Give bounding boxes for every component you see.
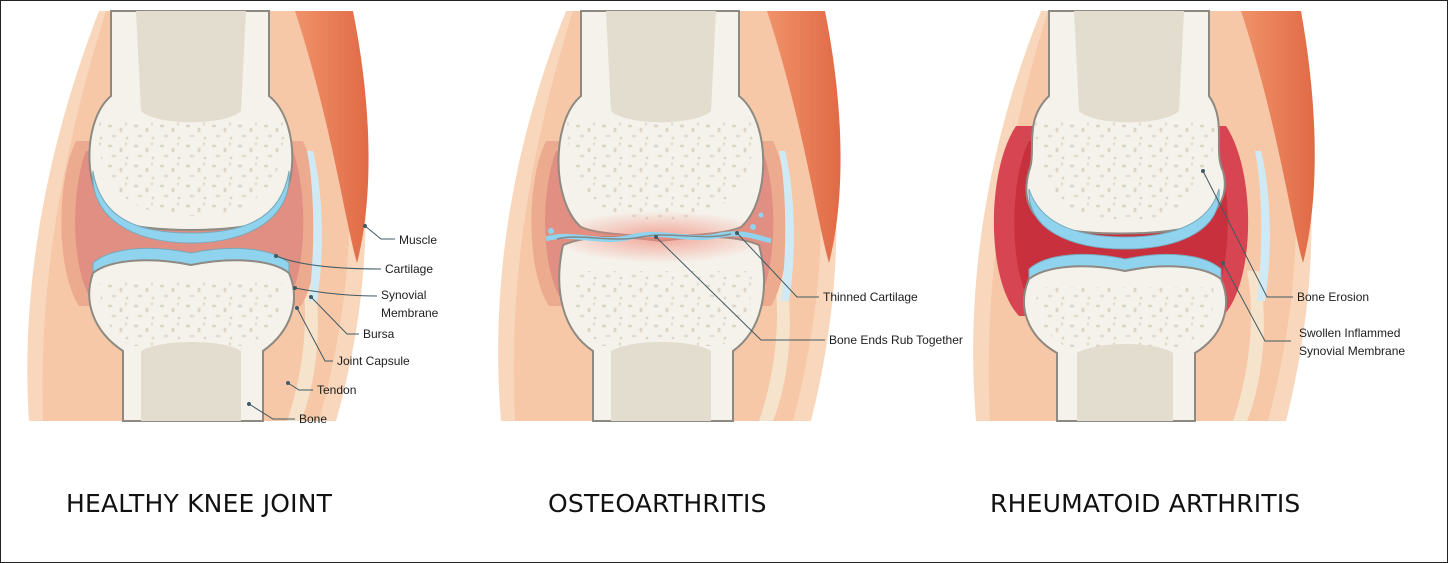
label-joint-capsule: Joint Capsule (337, 354, 410, 368)
panel-osteoarthritis: Thinned Cartilage Bone Ends Rub Together… (498, 11, 963, 518)
label-muscle: Muscle (399, 233, 437, 247)
label-thinned-cartilage: Thinned Cartilage (823, 290, 918, 304)
tibia-marrow (141, 342, 241, 421)
femur-marrow (1074, 11, 1184, 122)
label-synovial-line2: Membrane (381, 306, 439, 320)
title-healthy-knee-joint: HEALTHY KNEE JOINT (66, 489, 333, 518)
label-synovial-line1: Synovial (381, 288, 426, 302)
tibia-marrow (1077, 344, 1173, 421)
label-bone-erosion: Bone Erosion (1297, 290, 1369, 304)
cartilage-fragment (759, 213, 764, 218)
label-swollen-line1: Swollen Inflammed (1299, 326, 1400, 340)
label-tendon: Tendon (317, 383, 356, 397)
label-bone-ends-rub: Bone Ends Rub Together (829, 333, 963, 347)
femur-marrow (606, 11, 716, 122)
cartilage-fragment (548, 228, 554, 234)
cartilage-fragment (750, 224, 756, 230)
label-bone: Bone (299, 412, 327, 426)
title-rheumatoid-arthritis: RHEUMATOID ARTHRITIS (990, 489, 1301, 518)
tibia-spongy (1036, 287, 1213, 347)
tibia-spongy (100, 281, 281, 346)
tibia-marrow (611, 342, 711, 421)
femur-marrow (136, 11, 246, 122)
label-cartilage: Cartilage (385, 262, 433, 276)
panel-healthy-knee: Muscle Cartilage Synovial Membrane Bursa… (27, 11, 438, 518)
title-osteoarthritis: OSTEOARTHRITIS (548, 489, 767, 518)
panel-rheumatoid-arthritis: Bone Erosion Swollen Inflammed Synovial … (973, 11, 1405, 518)
label-bursa: Bursa (363, 327, 395, 341)
tibia-spongy (570, 271, 751, 346)
label-swollen-line2: Synovial Membrane (1299, 344, 1405, 358)
